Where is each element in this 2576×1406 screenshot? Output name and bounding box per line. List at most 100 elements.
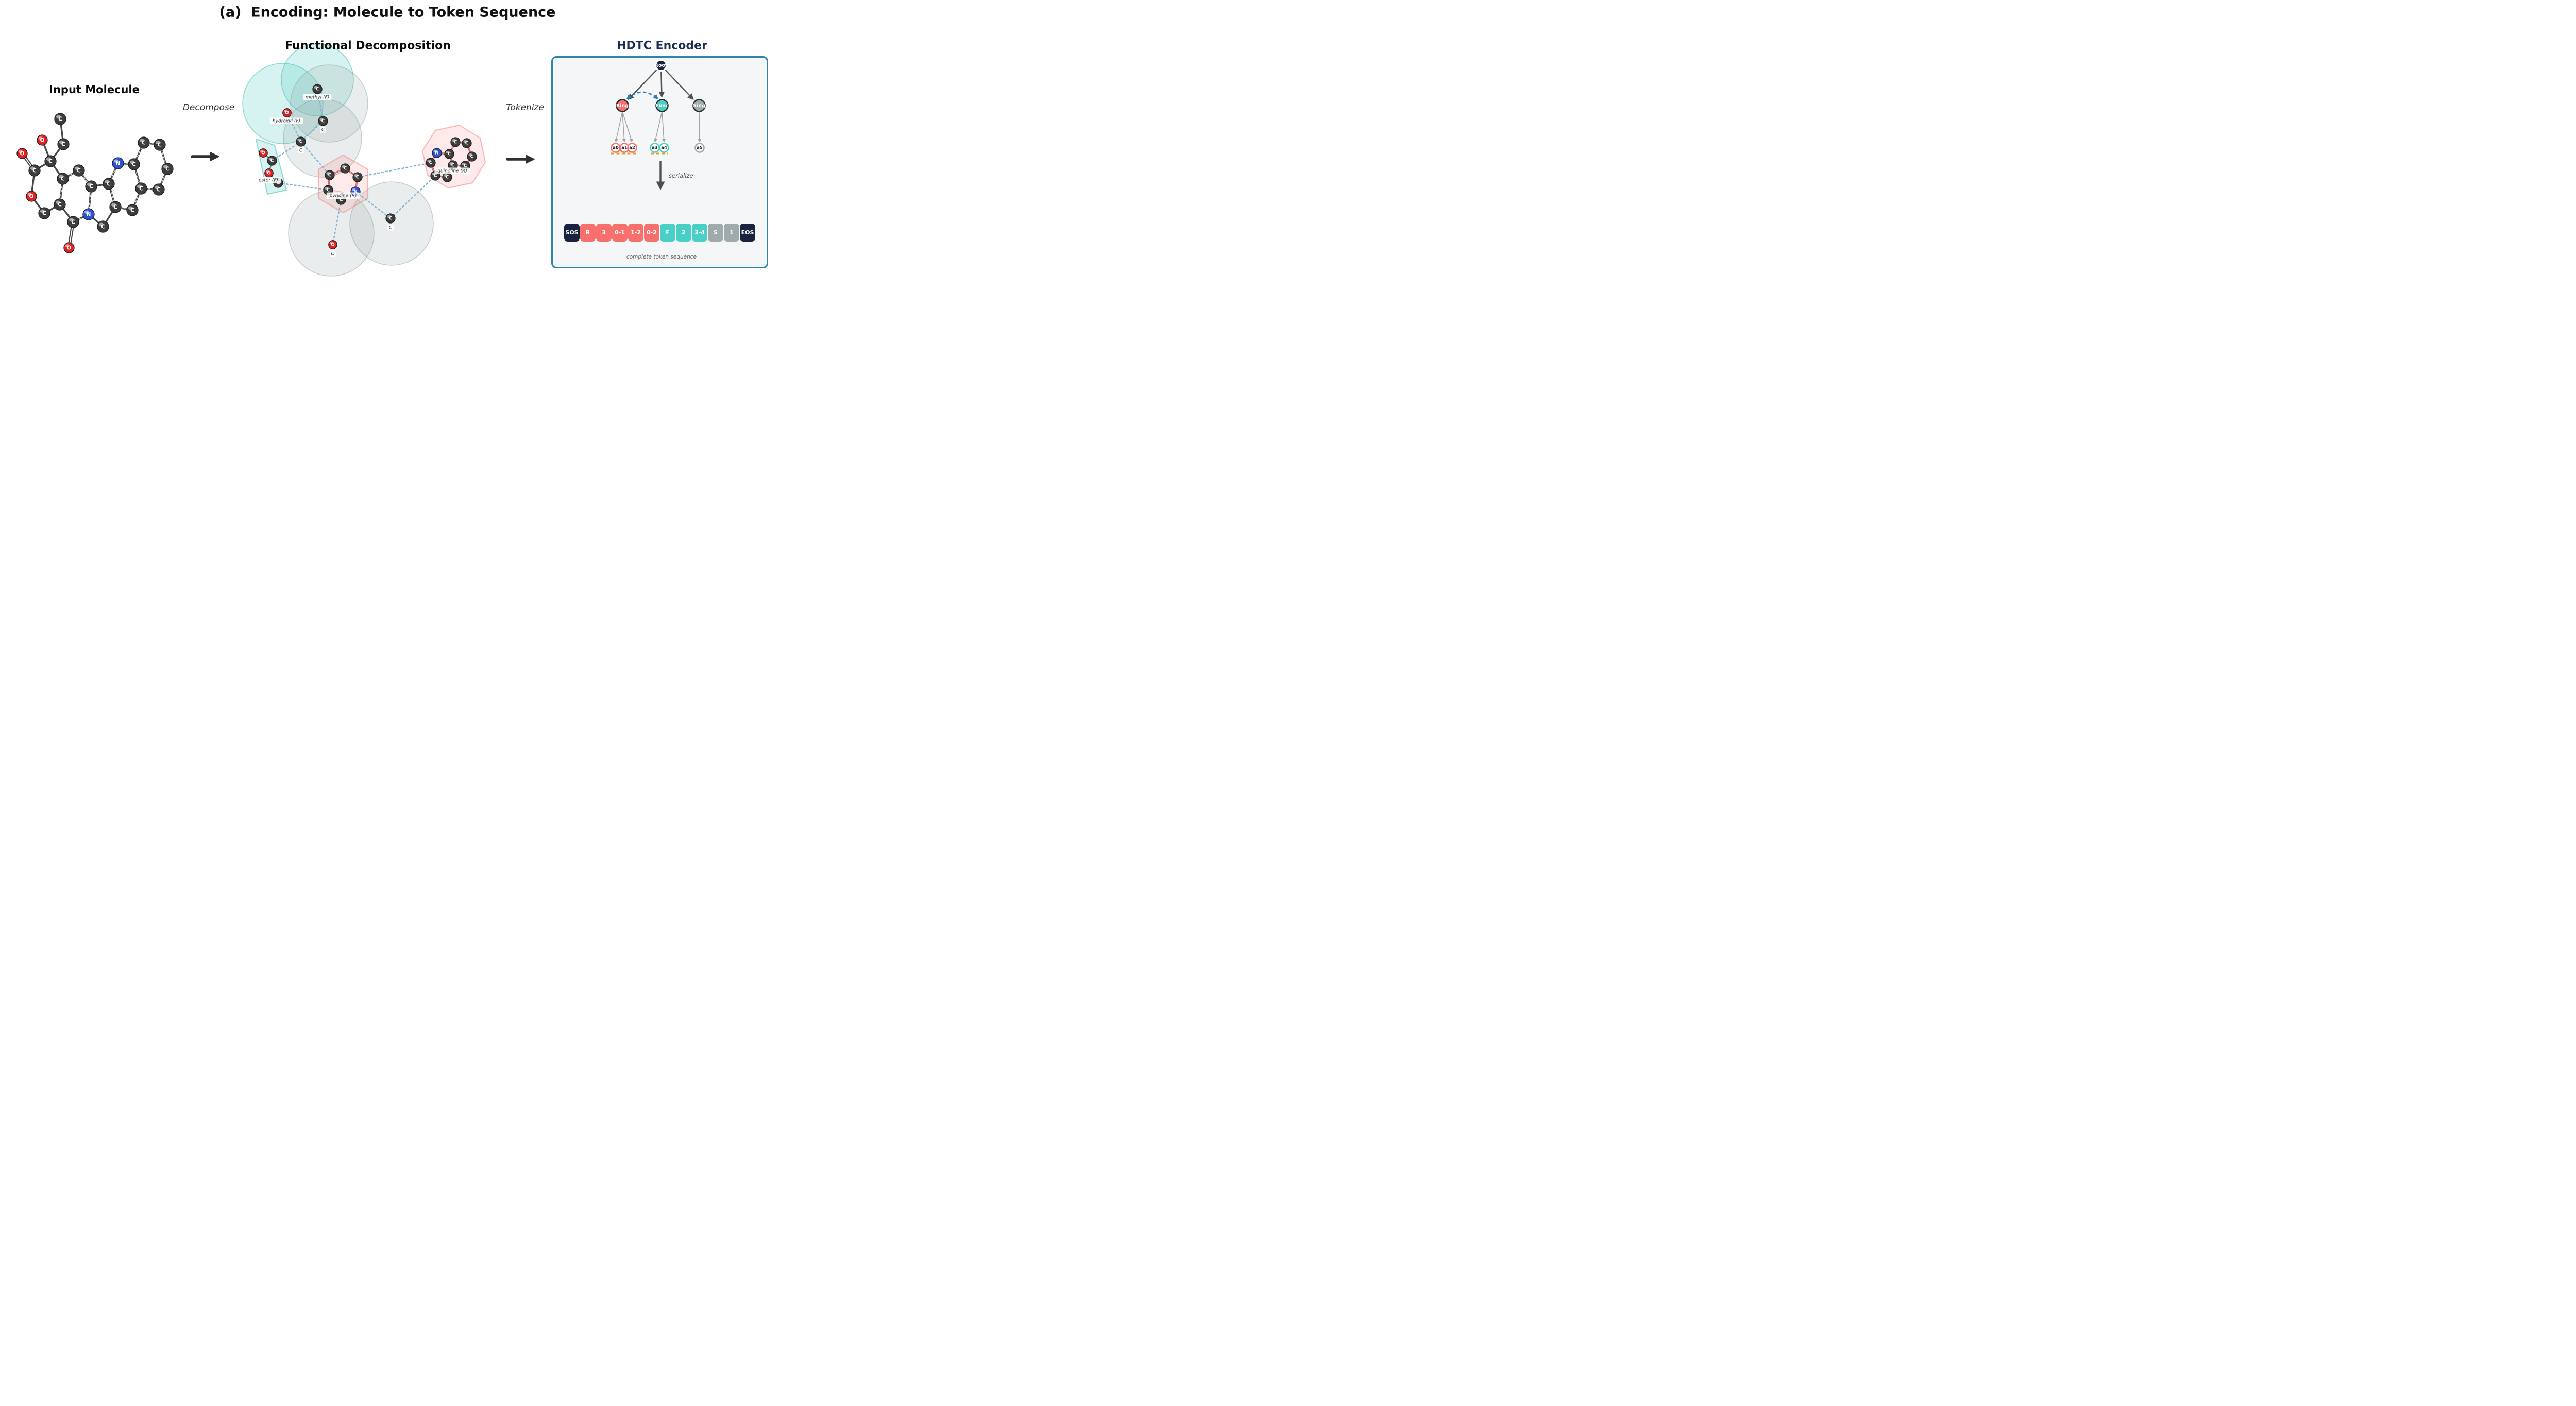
decomposition-clusters <box>242 43 486 277</box>
atom-c <box>97 220 109 233</box>
atom-c <box>450 137 461 147</box>
atom-symbol: C <box>454 140 457 145</box>
atom-symbol: C <box>42 211 46 217</box>
atom-symbol: C <box>321 119 325 124</box>
atom-symbol: O <box>20 151 25 157</box>
aromatic-bond <box>158 168 168 190</box>
single-bond <box>49 143 64 162</box>
atom-highlight <box>260 150 264 153</box>
atom-symbol: C <box>61 176 65 182</box>
single-atom-circle <box>349 181 434 266</box>
atom-symbol: C <box>299 140 303 145</box>
atom-symbol: C <box>465 141 469 146</box>
ring-bond <box>446 165 454 178</box>
atom-highlight <box>462 162 466 166</box>
ring-bond <box>435 175 448 178</box>
group-label-box <box>320 126 326 133</box>
group-label: methyl (F) <box>306 95 329 100</box>
atom-symbol: C <box>113 204 117 211</box>
ring-bond-highlight <box>449 153 453 166</box>
ring-bond-highlight <box>449 142 456 155</box>
decomposition-dotted-edge <box>286 112 302 143</box>
group-label-box <box>326 192 360 199</box>
token-r: R <box>580 224 596 242</box>
atom-highlight <box>113 159 119 163</box>
group-label: C <box>389 226 393 231</box>
atom-highlight <box>98 222 104 227</box>
atom-symbol: C <box>434 174 437 179</box>
group-label-box <box>387 224 394 231</box>
atom-highlight <box>265 170 269 173</box>
atom-c <box>109 201 122 213</box>
atom-o <box>264 168 274 178</box>
double-bond <box>22 152 36 170</box>
atom-symbol: C <box>277 181 280 186</box>
atom-c <box>336 195 346 205</box>
input-molecule-heading: Input Molecule <box>49 83 140 96</box>
decomposition-dotted-edge <box>271 141 302 162</box>
aromatic-bond <box>78 169 92 187</box>
decomposition-dotted-edge <box>357 162 432 178</box>
aromatic-bond-dash <box>143 142 160 145</box>
atom-symbol: C <box>165 166 170 173</box>
ester-bond <box>263 152 273 161</box>
atom-c <box>312 84 323 94</box>
atom-highlight <box>387 215 391 218</box>
functional-decomposition-heading: Functional Decomposition <box>285 39 451 53</box>
ring-bond-highlight <box>345 168 358 178</box>
atom-highlight <box>74 166 80 170</box>
ring-bond-highlight <box>328 175 330 191</box>
decomposition-dotted-edge <box>316 88 324 122</box>
aromatic-bond-dash <box>133 164 142 189</box>
aromatic-bond-dash <box>88 186 92 215</box>
token-3-4: 3-4 <box>692 224 707 242</box>
atom-c <box>426 158 436 168</box>
single-bond <box>91 183 109 187</box>
atom-c <box>460 161 470 171</box>
group-label: O <box>331 252 334 257</box>
group-label-box <box>255 177 282 183</box>
aromatic-bond <box>73 213 89 223</box>
atom-symbol: O <box>40 138 45 144</box>
atom-o <box>259 148 268 158</box>
ring-bond <box>327 189 342 201</box>
aromatic-bond <box>117 162 134 165</box>
atom-symbol: C <box>77 168 81 174</box>
atom-c <box>273 178 283 188</box>
ring-bond <box>436 152 450 155</box>
ester-bond <box>268 160 273 174</box>
aromatic-bond-dash <box>108 183 116 208</box>
token-s: S <box>708 224 723 242</box>
aromatic-bond-dash <box>59 178 63 205</box>
atom-c <box>444 149 454 159</box>
aromatic-bond-dash <box>117 163 134 165</box>
ring-bond-highlight <box>436 152 450 155</box>
atom-c <box>340 163 350 174</box>
group-label-box <box>434 167 470 174</box>
single-bond <box>59 118 64 145</box>
ring-bond <box>452 164 466 167</box>
atom-highlight <box>129 160 135 164</box>
atom-c <box>85 180 97 193</box>
atom-c <box>154 139 166 151</box>
ring-bond-highlight <box>452 165 466 166</box>
figure-canvas: (a) Encoding: Molecule to Token Sequence… <box>0 0 779 281</box>
aromatic-bond-dash <box>115 207 133 211</box>
atom-highlight <box>314 85 318 89</box>
atom-symbol: C <box>340 198 343 203</box>
group-label: pyridine (R) <box>329 194 357 199</box>
atom-o <box>63 242 75 253</box>
atom-symbol: C <box>389 216 393 221</box>
ring-bond <box>329 167 346 176</box>
atom-o <box>16 148 28 159</box>
decomposition-dotted-edge <box>332 199 342 246</box>
ring-bond-highlight <box>430 152 437 163</box>
atom-symbol: O <box>67 245 72 251</box>
atom-highlight <box>452 139 456 142</box>
atom-highlight <box>84 210 90 214</box>
atom-highlight <box>27 193 32 196</box>
atom-highlight <box>59 140 64 144</box>
atom-c <box>385 213 396 224</box>
aromatic-bond-dash <box>108 163 118 184</box>
